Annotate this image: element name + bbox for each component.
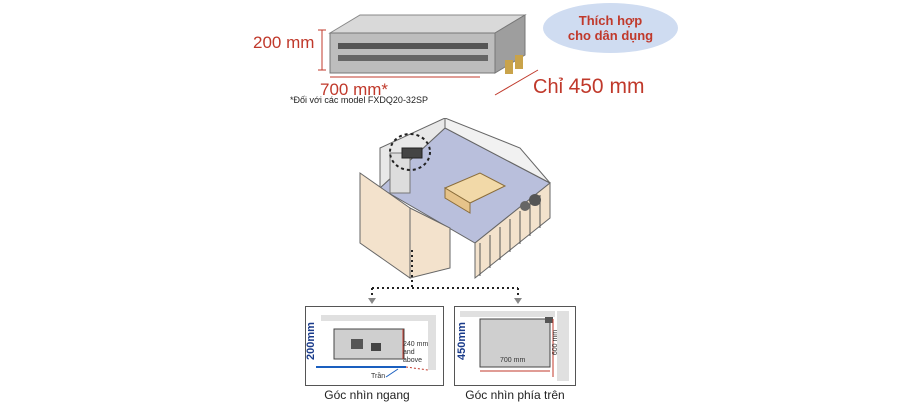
side-view-diagram xyxy=(316,315,436,378)
connector-lines xyxy=(368,250,522,304)
clearance-label-1: 240 mm xyxy=(403,341,429,348)
top-view-caption: Góc nhìn phía trên xyxy=(465,388,565,402)
side-height-label: 200mm xyxy=(304,322,317,360)
service-space-label: 600 mm xyxy=(552,329,560,356)
unit-width-label: 700 mm* xyxy=(320,80,389,99)
ceiling-label: Trần xyxy=(371,373,386,380)
depth-value: 450 mm xyxy=(568,75,645,98)
top-view-diagram xyxy=(460,311,569,381)
side-view-caption: Góc nhìn ngang xyxy=(324,388,410,402)
unit-height-label: 200 mm xyxy=(253,33,315,52)
unit-dimension-lines xyxy=(318,29,539,96)
top-width-label: 700 mm xyxy=(500,357,526,364)
clearance-label-3: above xyxy=(403,357,423,364)
duct-unit-illustration xyxy=(328,14,527,74)
bubble-line-2: cho dân dụng xyxy=(567,28,654,43)
residential-bubble: Thích hợp cho dân dụng xyxy=(543,3,678,53)
room-illustration xyxy=(359,118,551,280)
bubble-line-1: Thích hợp xyxy=(578,13,643,28)
model-footnote: *Đối với các model FXDQ20-32SP xyxy=(290,95,428,105)
clearance-label-2: and xyxy=(403,349,415,356)
side-view-panel: 200mm 240 mm and above Trần xyxy=(305,306,444,386)
unit-depth-label: Chỉ 450 mm xyxy=(533,75,644,99)
top-depth-label: 450mm xyxy=(455,322,468,360)
top-view-panel: 450mm 700 mm 600 mm xyxy=(454,306,576,386)
depth-prefix: Chỉ xyxy=(533,76,564,98)
